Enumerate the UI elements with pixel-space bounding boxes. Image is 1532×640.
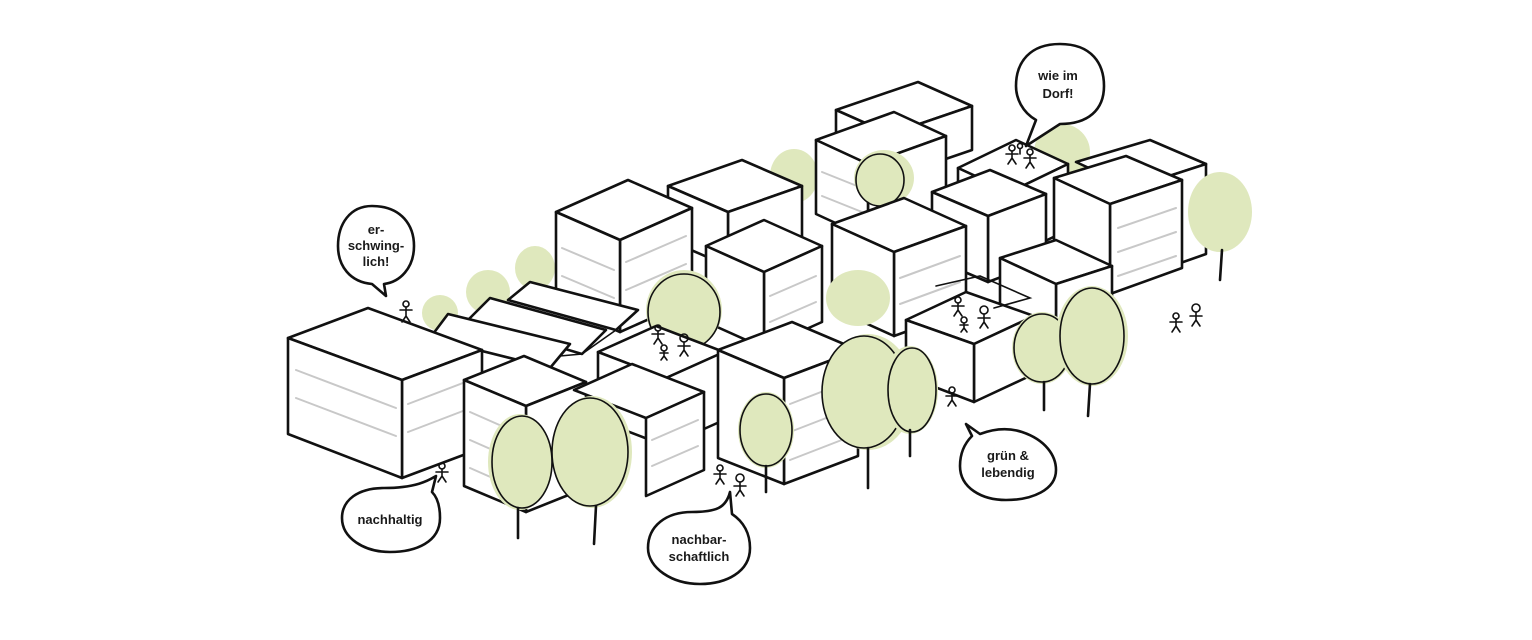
bubble-nachbarschaftlich-line-1: nachbar-	[672, 532, 727, 547]
tree-mid-2	[826, 270, 890, 326]
bubble-erschwinglich-line-3: lich!	[363, 254, 390, 269]
tree-front-1	[488, 414, 553, 540]
bubble-wie-im-dorf-line-1: wie im	[1037, 68, 1078, 83]
tree-front-5	[1012, 286, 1128, 418]
bubble-erschwinglich: er- schwing- lich!	[336, 204, 416, 298]
tree-far-right	[1188, 172, 1252, 282]
bubble-wie-im-dorf: wie im Dorf!	[1014, 42, 1106, 148]
stick-figures	[399, 142, 1203, 497]
bubble-erschwinglich-line-1: er-	[368, 222, 385, 237]
bubble-gruen-lebendig-line-1: grün &	[987, 448, 1029, 463]
building-center-front	[716, 320, 860, 486]
bubble-erschwinglich-line-2: schwing-	[348, 238, 404, 253]
building-large-left	[286, 306, 484, 480]
bubble-nachhaltig-text: nachhaltig	[357, 512, 422, 527]
tree-front-2	[551, 396, 632, 546]
bubble-gruen-lebendig: grün & lebendig	[958, 422, 1058, 502]
bubble-nachbarschaftlich-line-2: schaftlich	[669, 549, 730, 564]
bubble-gruen-lebendig-line-2: lebendig	[981, 465, 1035, 480]
bubble-nachhaltig: nachhaltig	[340, 474, 442, 554]
pitched-roofs	[428, 280, 640, 370]
tree-front-3	[738, 392, 794, 494]
bubble-nachbarschaftlich: nachbar- schaftlich	[646, 490, 752, 586]
bubble-wie-im-dorf-line-2: Dorf!	[1042, 86, 1073, 101]
tree-front-4	[821, 334, 938, 490]
